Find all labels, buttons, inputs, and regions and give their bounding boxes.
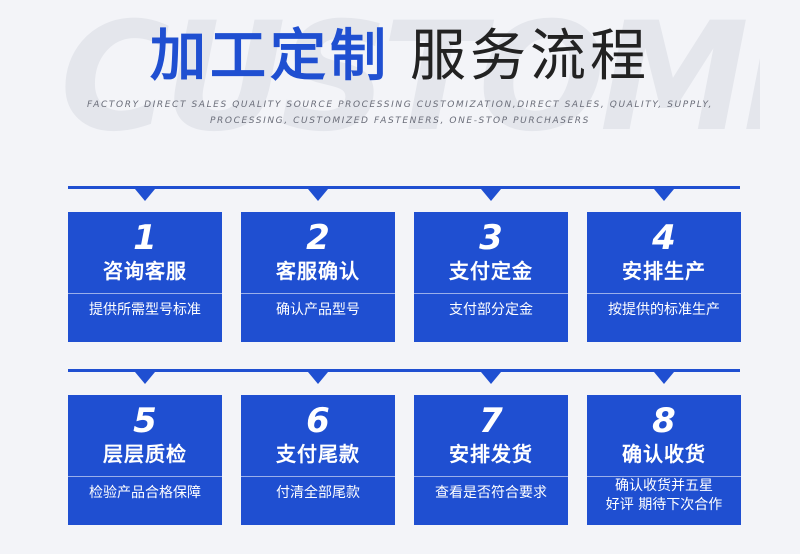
step-card-5: 5 层层质检 检验产品合格保障 [68,395,222,525]
step-6-arrow-icon [308,372,328,384]
step-divider [68,476,222,477]
background-watermark-logo: CUSTOMIZA1 [60,0,760,158]
title-highlight: 加工定制 [150,24,390,89]
step-4-arrow-icon [654,189,674,201]
step-card-8: 8 确认收货 确认收货并五星 好评 期待下次合作 [587,395,741,525]
step-description: 确认收货并五星 好评 期待下次合作 [605,478,723,513]
page-title: 加工定制服务流程 [0,22,800,92]
step-number: 1 [133,218,157,258]
step-card-6: 6 支付尾款 付清全部尾款 [241,395,395,525]
step-number: 3 [479,218,503,258]
step-name: 确认收货 [622,442,706,466]
row-2-connector-bar [68,369,740,372]
subtitle-line-2: PROCESSING, CUSTOMIZED FASTENERS, ONE-ST… [210,116,590,126]
step-description: 提供所需型号标准 [89,302,201,318]
step-description: 确认产品型号 [276,302,360,318]
step-7-arrow-icon [481,372,501,384]
step-name: 支付尾款 [276,442,360,466]
step-3-arrow-icon [481,189,501,201]
step-divider [414,476,568,477]
step-description: 付清全部尾款 [276,485,360,501]
step-card-1: 1 咨询客服 提供所需型号标准 [68,212,222,342]
step-number: 2 [306,218,330,258]
step-name: 安排生产 [622,259,706,283]
step-card-2: 2 客服确认 确认产品型号 [241,212,395,342]
step-description: 支付部分定金 [449,302,533,318]
step-1-arrow-icon [135,189,155,201]
step-divider [587,293,741,294]
step-card-4: 4 安排生产 按提供的标准生产 [587,212,741,342]
step-divider [414,293,568,294]
step-5-arrow-icon [135,372,155,384]
step-8-arrow-icon [654,372,674,384]
step-card-7: 7 安排发货 查看是否符合要求 [414,395,568,525]
step-description: 检验产品合格保障 [89,485,201,501]
subtitle-line-1: FACTORY DIRECT SALES QUALITY SOURCE PROC… [87,100,713,110]
step-name: 咨询客服 [103,259,187,283]
step-number: 7 [479,401,503,441]
step-name: 客服确认 [276,259,360,283]
step-name: 层层质检 [103,442,187,466]
step-divider [587,476,741,477]
row-1-connector-bar [68,186,740,189]
step-divider [241,293,395,294]
step-2-arrow-icon [308,189,328,201]
step-number: 6 [306,401,330,441]
step-divider [68,293,222,294]
step-name: 支付定金 [449,259,533,283]
step-number: 5 [133,401,157,441]
step-number: 4 [652,218,676,258]
step-divider [241,476,395,477]
step-description: 按提供的标准生产 [608,302,720,318]
step-description: 查看是否符合要求 [435,485,547,501]
step-card-3: 3 支付定金 支付部分定金 [414,212,568,342]
title-rest: 服务流程 [410,24,650,89]
step-number: 8 [652,401,676,441]
step-name: 安排发货 [449,442,533,466]
